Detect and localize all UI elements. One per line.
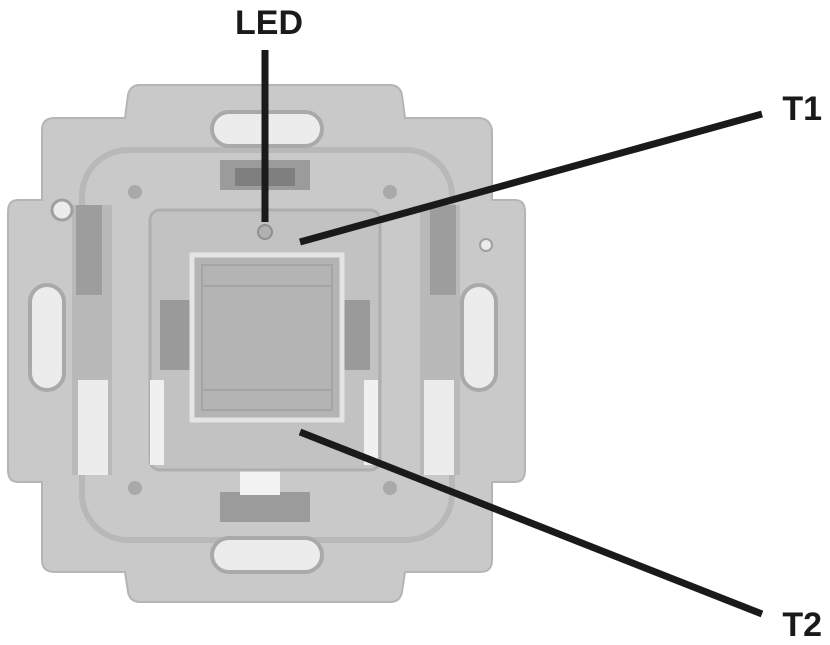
bottom-clip [220,492,310,522]
mechanism-left-arm [160,300,190,370]
left-rail-light [78,380,108,475]
right-rail-dark [430,205,456,295]
hole-top-left [50,198,74,222]
switch-mechanism [148,208,382,472]
t2-label: T2 [782,606,822,644]
hole-inner-br [383,481,397,495]
right-slot [460,283,498,392]
rocker-button [189,252,345,423]
left-slot [28,283,66,392]
hole-inner-tr [383,185,397,199]
t1-label: T1 [782,90,822,128]
mechanism-left-light [150,380,164,465]
hole-inner-bl [128,481,142,495]
t2-leader-line [298,428,764,618]
hole-top-right [479,238,493,252]
bottom-clip-light [240,470,280,495]
callouts: LED T1 T2 [235,4,822,644]
bottom-slot [210,536,324,574]
t1-leader-line [299,110,763,246]
hole-inner-tl [128,185,142,199]
right-rail-light [424,380,454,475]
rocker-button-inner [201,264,333,411]
mechanism-right-light [364,380,378,465]
mechanism-right-arm [340,300,370,370]
led-indicator [257,224,273,240]
led-label: LED [235,4,303,42]
left-rail-dark [76,205,102,295]
